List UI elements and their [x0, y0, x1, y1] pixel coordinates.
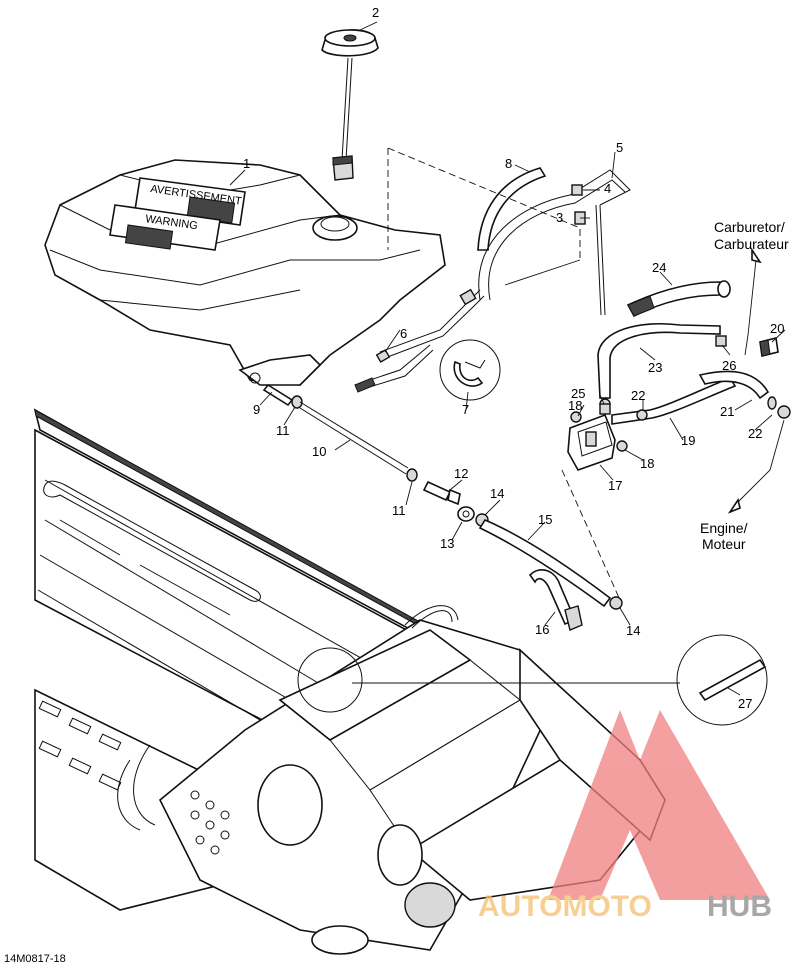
- callout-7: 7: [462, 402, 469, 417]
- callout-19: 19: [681, 433, 695, 448]
- fuel-cap: [321, 29, 379, 181]
- fuel-tank: AVERTISSEMENT WARNING: [44, 159, 446, 386]
- callout-5: 5: [616, 140, 623, 155]
- callout-18a: 18: [568, 398, 582, 413]
- callout-27: 27: [738, 696, 752, 711]
- callout-4: 4: [604, 181, 611, 196]
- callout-25: 25: [571, 386, 585, 401]
- destination-labels: Carburetor/ Carburateur Engine/ Moteur 1…: [4, 219, 789, 965]
- callout-2: 2: [372, 5, 379, 20]
- watermark-brand-part1: AUTOMOTO: [478, 890, 652, 923]
- callout-3: 3: [556, 210, 563, 225]
- callout-22a: 22: [631, 388, 645, 403]
- warning-decal-en: WARNING: [109, 204, 221, 251]
- callout-13: 13: [440, 536, 454, 551]
- drawing-code: 14M0817-18: [4, 953, 66, 965]
- carburetor-label-line2: Carburateur: [714, 236, 789, 252]
- callout-20: 20: [770, 321, 784, 336]
- logo-triangle: [548, 710, 770, 900]
- callout-14b: 14: [626, 623, 640, 638]
- callout-14a: 14: [490, 486, 504, 501]
- callout-11b: 11: [392, 503, 406, 518]
- detail-rod-27: [297, 634, 768, 726]
- callout-8: 8: [505, 156, 512, 171]
- callout-23: 23: [648, 360, 662, 375]
- callout-12: 12: [454, 466, 468, 481]
- callout-24: 24: [652, 260, 666, 275]
- callout-21: 21: [720, 404, 734, 419]
- callout-1: 1: [243, 156, 250, 171]
- callout-18b: 18: [640, 456, 654, 471]
- tunnel-slot-holes: [38, 700, 122, 791]
- callout-9: 9: [253, 402, 260, 417]
- watermark-brand-part2: HUB: [707, 890, 772, 923]
- detail-clip-7: [354, 339, 501, 401]
- automotohub-watermark: AUTOMOTO HUB: [478, 710, 772, 923]
- fuel-lines: [262, 147, 791, 631]
- callout-6: 6: [400, 326, 407, 341]
- callout-26: 26: [722, 358, 736, 373]
- callout-17: 17: [608, 478, 622, 493]
- callout-11a: 11: [276, 423, 290, 438]
- bulkhead-holes: [190, 790, 230, 855]
- callout-numbers: 1 2 3 4 5 6 7 8 9 10 11 11 12 13 14 14 1…: [243, 5, 784, 711]
- engine-label-line2: Moteur: [702, 536, 746, 552]
- leader-lines: [229, 21, 786, 696]
- fuel-pump: [567, 413, 616, 471]
- callout-16: 16: [535, 622, 549, 637]
- callout-22b: 22: [748, 426, 762, 441]
- engine-label-line1: Engine/: [700, 520, 748, 536]
- callout-10: 10: [312, 444, 326, 459]
- carburetor-label-line1: Carburetor/: [714, 219, 785, 235]
- callout-15: 15: [538, 512, 552, 527]
